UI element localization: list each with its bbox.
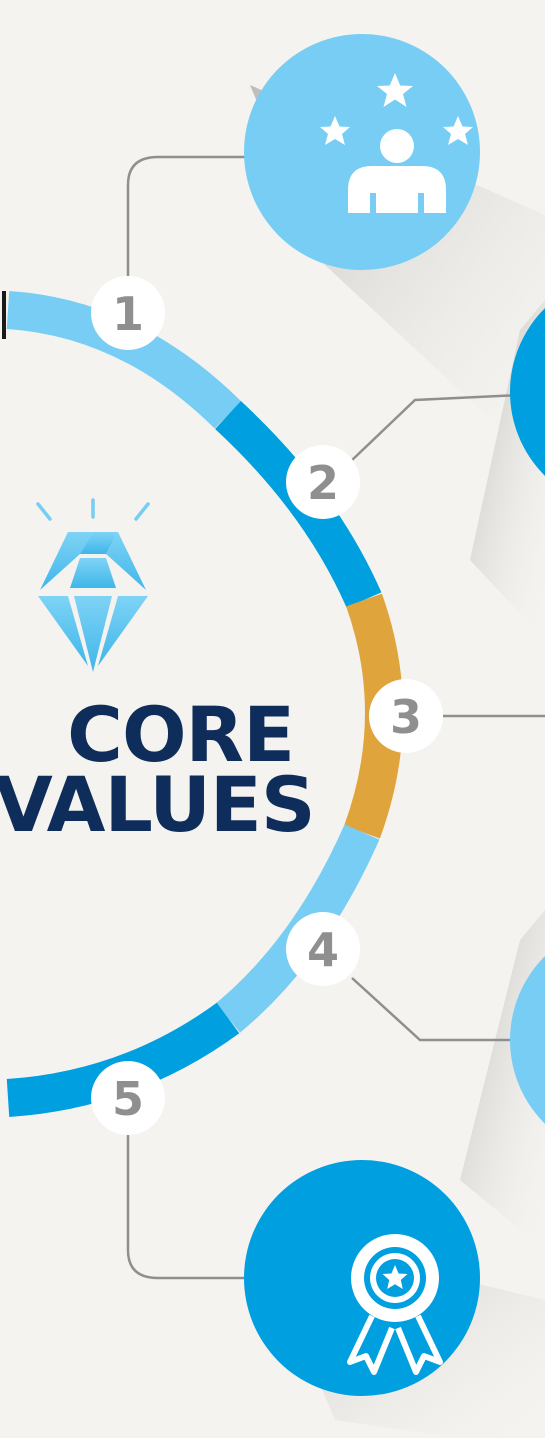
value-circle-1 bbox=[244, 34, 480, 270]
badge-2: 2 bbox=[286, 445, 360, 519]
connector-5 bbox=[126, 1110, 265, 1280]
star-icon bbox=[320, 116, 350, 145]
badge-number-5: 5 bbox=[112, 1072, 144, 1126]
value-circles bbox=[244, 34, 545, 1396]
badge-number-1: 1 bbox=[112, 287, 144, 341]
connector-4 bbox=[351, 977, 530, 1042]
diamond-center-body bbox=[74, 596, 112, 672]
badge-3: 3 bbox=[369, 679, 443, 753]
diamond-top-center bbox=[80, 532, 118, 554]
badge-number-4: 4 bbox=[307, 923, 339, 977]
number-badges: 1 2 3 4 5 bbox=[91, 276, 443, 1135]
title-line-1: CORE bbox=[67, 690, 295, 779]
badge-number-3: 3 bbox=[390, 690, 422, 744]
diamond-right-side bbox=[98, 596, 148, 666]
value-circle-4 bbox=[510, 956, 545, 1124]
title-line-2: VALUES bbox=[0, 760, 316, 849]
ribbon-right bbox=[395, 1314, 443, 1375]
page-title: CORE VALUES bbox=[0, 690, 316, 849]
badge-number-2: 2 bbox=[307, 456, 339, 510]
diamond-mid-band bbox=[70, 558, 116, 588]
ribbon-left bbox=[347, 1314, 395, 1375]
badge-5: 5 bbox=[91, 1061, 165, 1135]
badge-4: 4 bbox=[286, 912, 360, 986]
connector-lines bbox=[126, 155, 545, 1280]
person-head bbox=[380, 129, 414, 163]
person-with-stars-icon bbox=[320, 73, 473, 213]
badge-1: 1 bbox=[91, 276, 165, 350]
diamond-icon bbox=[36, 498, 150, 672]
diamond-top-left bbox=[40, 532, 93, 590]
star-icon bbox=[377, 73, 413, 107]
connector-1 bbox=[126, 155, 260, 290]
medal-star-icon bbox=[382, 1265, 408, 1289]
sparkle-line bbox=[134, 502, 150, 521]
star-icon bbox=[443, 116, 473, 145]
person-body bbox=[348, 166, 446, 213]
diamond-left-side bbox=[38, 596, 88, 666]
sparkle-line bbox=[36, 502, 52, 521]
connector-2 bbox=[349, 393, 521, 463]
ring-end-marker bbox=[2, 291, 6, 339]
award-ribbon-icon bbox=[347, 1234, 443, 1375]
value-circle-2 bbox=[510, 308, 545, 476]
diamond-top-right bbox=[106, 532, 146, 590]
